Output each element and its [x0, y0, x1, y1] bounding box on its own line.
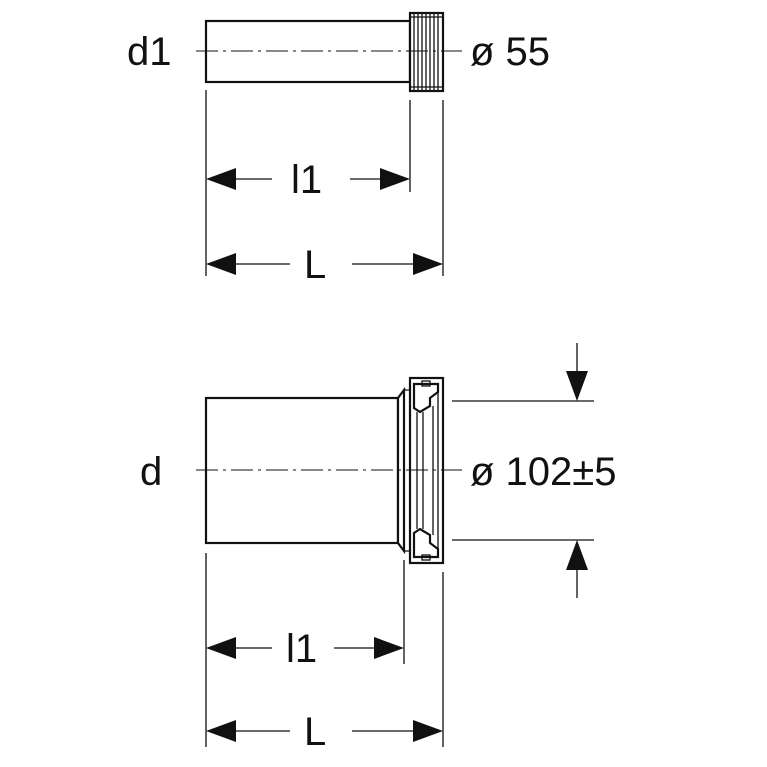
top-diameter-label: d1 [127, 30, 172, 74]
bottom-l1-label: l1 [286, 627, 317, 671]
bottom-l1-dimension [206, 637, 404, 659]
bottom-L-dimension [206, 720, 443, 742]
bottom-seal-details [404, 380, 440, 561]
bottom-pipe-drawing: d ø 102±5 l1 L [140, 343, 616, 754]
bottom-diameter-arrows [566, 343, 588, 598]
bottom-diameter-label: d [140, 450, 162, 494]
top-l1-label: l1 [291, 158, 322, 202]
top-pipe-drawing: d1 ø 55 l1 L [127, 11, 550, 287]
top-l1-dimension [206, 168, 410, 190]
bottom-L-label: L [304, 710, 326, 754]
bottom-outer-diameter-text: ø 102±5 [470, 450, 616, 494]
top-L-dimension [206, 253, 443, 275]
top-L-label: L [304, 243, 326, 287]
top-outer-diameter-text: ø 55 [470, 30, 550, 74]
top-thread-lines [410, 13, 443, 91]
